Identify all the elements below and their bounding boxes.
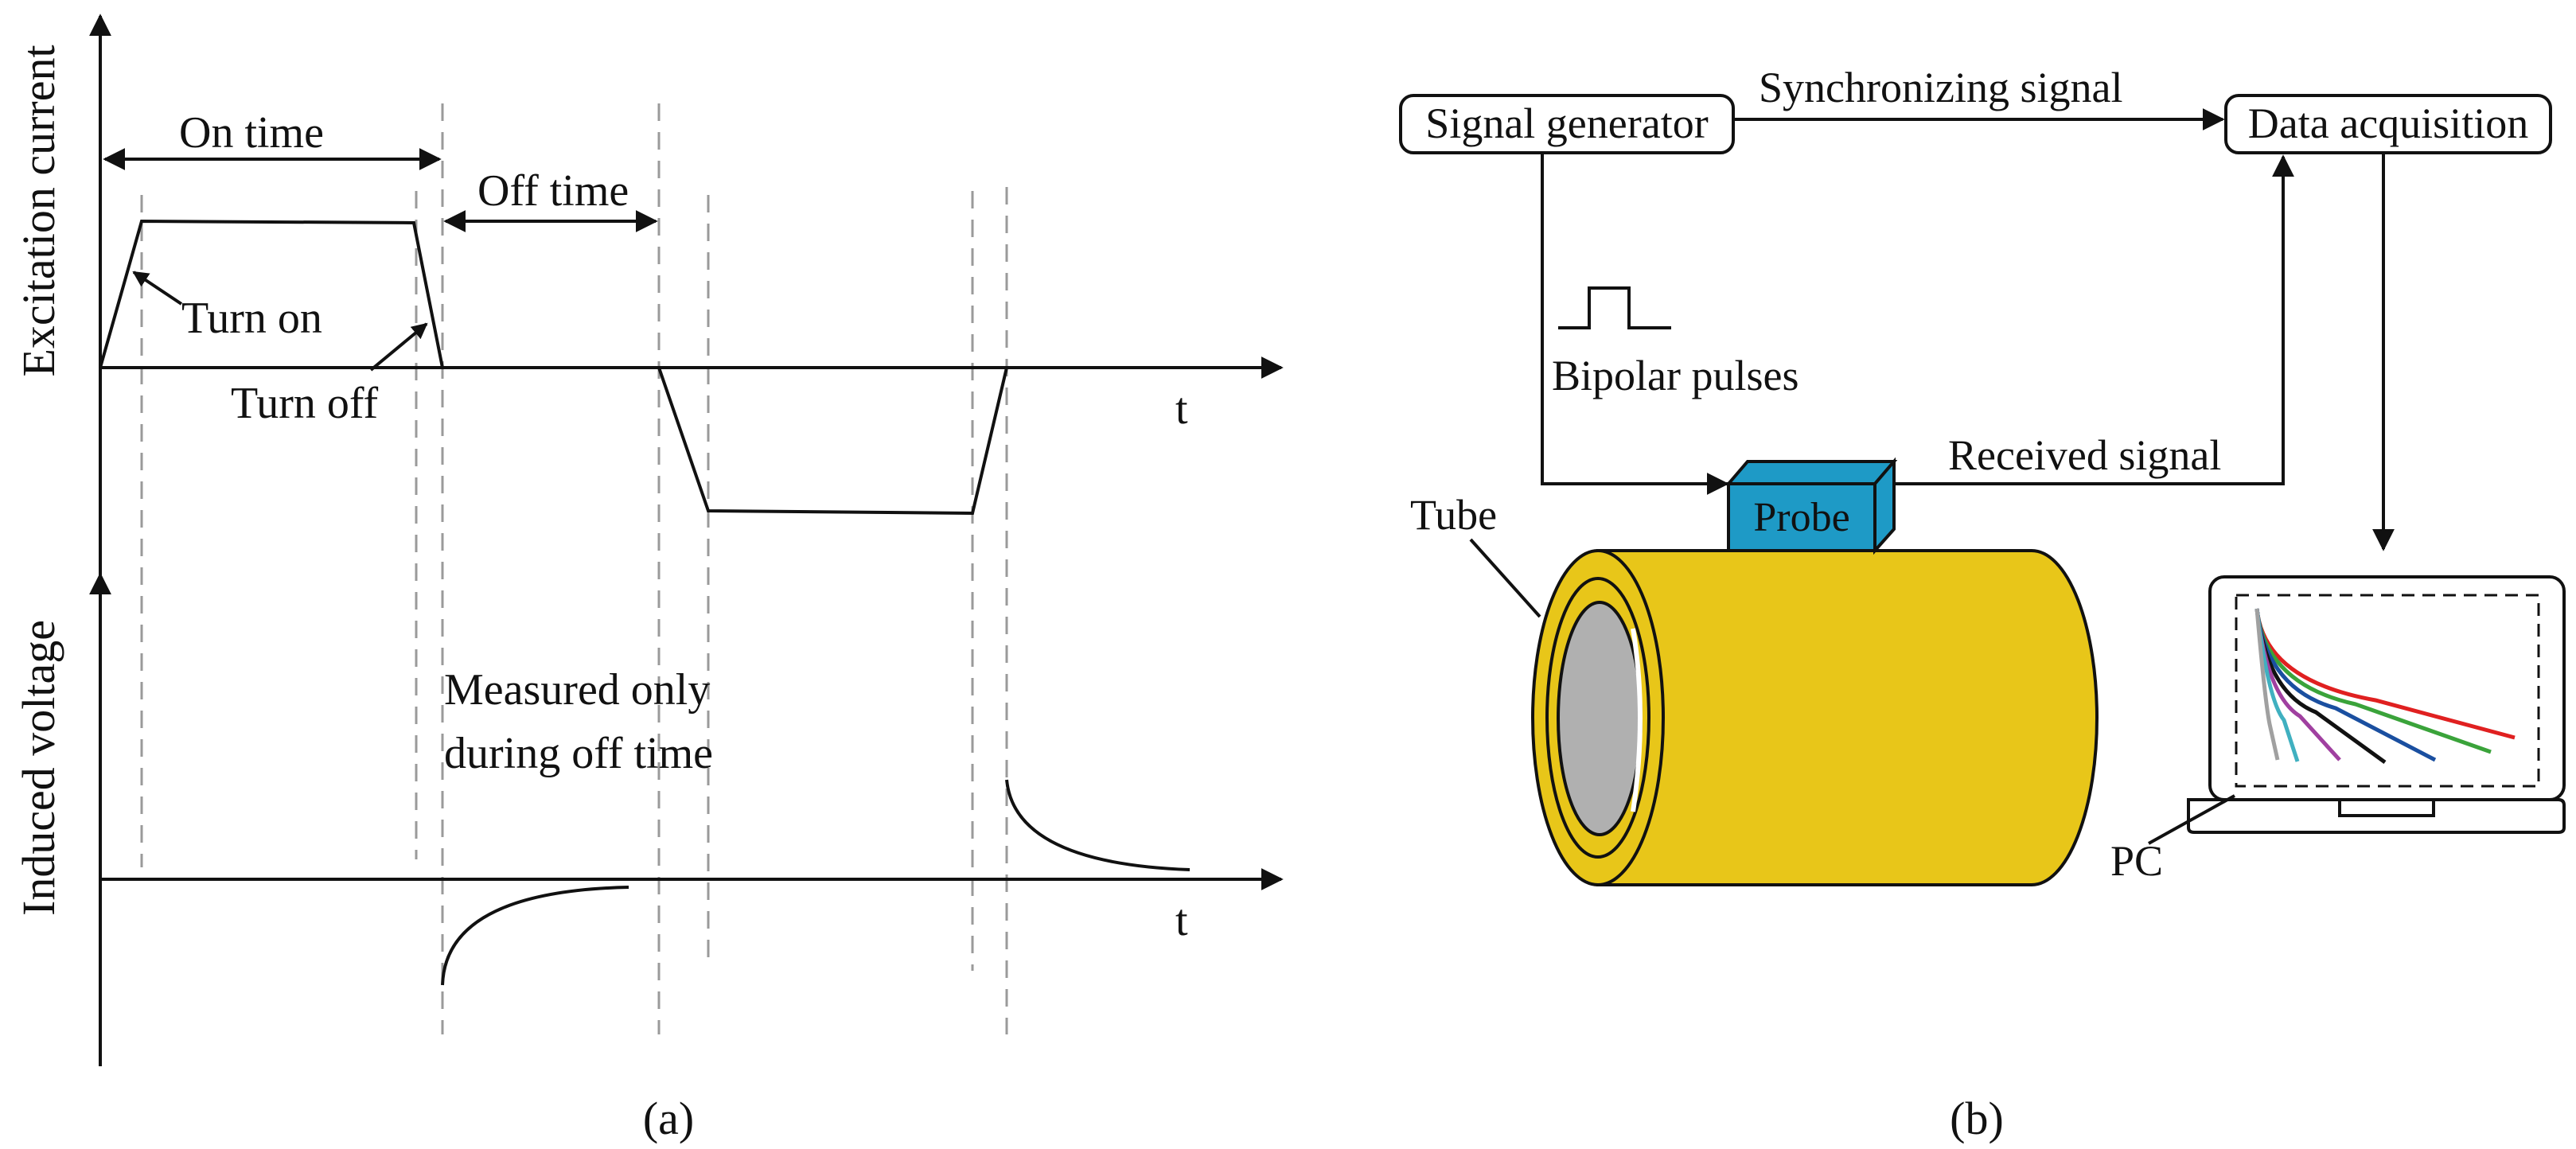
turn-on-pointer [132,271,183,306]
excitation-y-label: Excitation current [13,45,64,376]
laptop-screen-area [2235,594,2540,788]
probe: Probe [1724,457,1898,555]
signal-generator-label: Signal generator [1425,99,1708,147]
turn-on-label: Turn on [181,294,322,343]
off-time-label: Off time [477,166,629,216]
excitation-positive-pulse [99,219,444,368]
measured-label-line1: Measured only [444,665,710,715]
induced-t-label: t [1175,896,1188,945]
panel-a: Excitation current t On time Off time Tu… [13,14,1284,1144]
panel-b: Signal generator Data acquisition Synchr… [1399,64,2566,1144]
induced-positive-decay [1005,779,1191,871]
turn-off-pointer [369,322,428,372]
excitation-negative-pulse [657,367,1008,516]
turn-off-label: Turn off [231,379,379,428]
tube-bore-highlight [1631,628,1643,812]
pulse-symbol [1558,286,1671,329]
probe-front [1727,482,1876,552]
probe-to-daq-arrow [1882,154,2294,485]
caption-a: (a) [643,1093,694,1144]
data-acquisition-label: Data acquisition [2248,99,2528,147]
tube [1531,549,2099,886]
bipolar-pulses-label: Bipolar pulses [1552,352,1799,399]
on-time-label: On time [179,108,324,158]
data-acquisition-box [2224,94,2552,154]
laptop-notch [2338,800,2435,817]
tube-body [1596,549,2099,886]
laptop-pc [2187,575,2566,834]
induced-y-label: Induced voltage [13,620,64,916]
dashed-guides [140,103,1008,1034]
excitation-t-label: t [1175,384,1188,434]
tube-label: Tube [1410,491,1497,539]
tube-bore [1557,601,1643,836]
caption-b: (b) [1950,1093,2004,1144]
probe-label: Probe [1753,495,1849,540]
probe-top [1724,460,1898,485]
measured-label-line2: during off time [444,729,713,778]
pc-label: PC [2110,837,2163,885]
tube-pointer [1469,538,1541,618]
sync-label: Synchronizing signal [1759,64,2122,111]
tube-rim-inner [1545,577,1650,859]
received-signal-label: Received signal [1948,431,2221,479]
screen-curve-gray [2254,608,2280,761]
screen-curves [2254,608,2516,765]
pc-pointer [2148,794,2235,845]
induced-negative-decay [441,886,629,986]
signal-generator-box [1399,94,1735,154]
generator-to-probe-arrow [1541,153,1729,495]
